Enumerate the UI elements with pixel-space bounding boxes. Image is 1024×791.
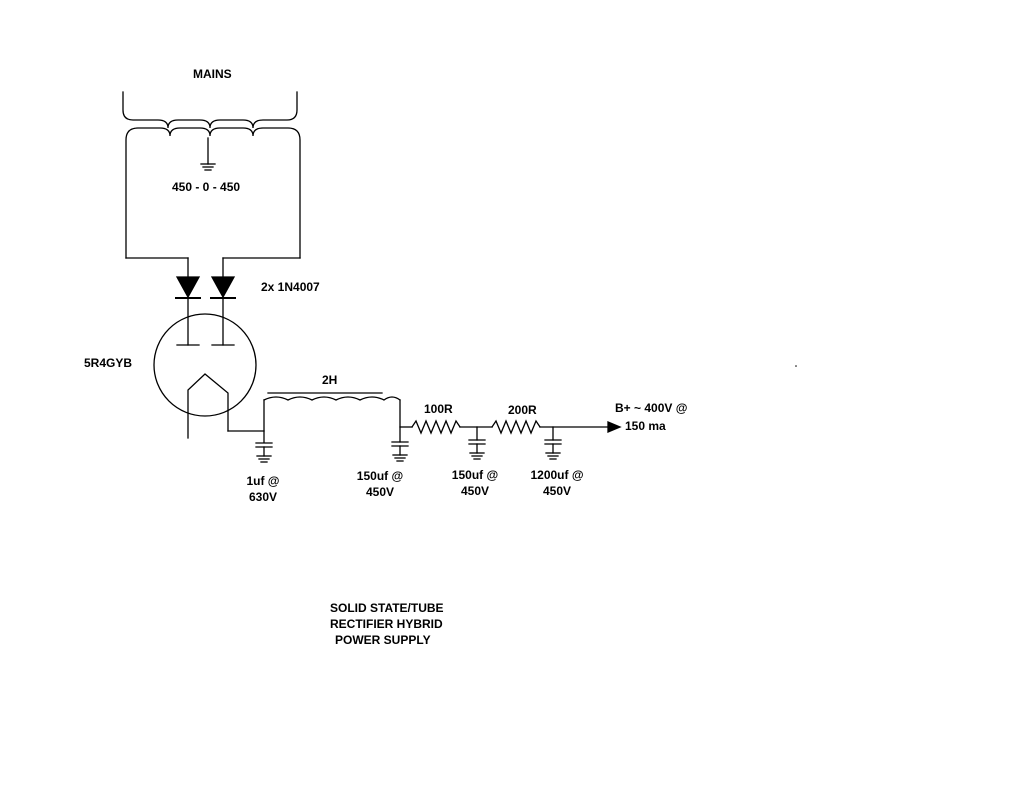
center-tap-ground bbox=[200, 137, 216, 171]
secondary-leads bbox=[125, 257, 301, 277]
transformer-primary-coil bbox=[122, 91, 298, 129]
diode-1 bbox=[175, 276, 201, 346]
resistor-100r-label: 100R bbox=[424, 402, 453, 416]
capacitor-1 bbox=[255, 442, 273, 463]
title-line-3: POWER SUPPLY bbox=[335, 633, 431, 647]
capacitor-1-label: 1uf @ 630V bbox=[236, 473, 290, 505]
capacitor-1-value: 1uf @ bbox=[246, 474, 280, 488]
stray-dot bbox=[795, 365, 797, 367]
secondary-voltage-label: 450 - 0 - 450 bbox=[172, 180, 241, 194]
transformer-secondary-coil bbox=[125, 127, 301, 259]
capacitor-1-voltage: 630V bbox=[248, 490, 278, 504]
capacitor-4-voltage: 450V bbox=[542, 484, 572, 498]
capacitor-3-value: 150uf @ bbox=[451, 468, 499, 482]
capacitor-2 bbox=[391, 441, 409, 462]
choke-label: 2H bbox=[322, 373, 338, 387]
output-arrow bbox=[607, 421, 622, 433]
resistor-200r bbox=[491, 419, 609, 435]
output-label-line1: B+ ~ 400V @ bbox=[615, 401, 688, 415]
capacitor-4 bbox=[544, 426, 562, 460]
title-line-2: RECTIFIER HYBRID bbox=[330, 617, 443, 631]
tube-label: 5R4GYB bbox=[84, 356, 133, 370]
capacitor-3-label: 150uf @ 450V bbox=[444, 467, 506, 499]
choke-inductor bbox=[263, 392, 401, 443]
title-line-1: SOLID STATE/TUBE bbox=[330, 601, 444, 615]
capacitor-4-value: 1200uf @ bbox=[530, 468, 584, 482]
capacitor-2-voltage: 450V bbox=[365, 485, 395, 499]
capacitor-3-voltage: 450V bbox=[460, 484, 490, 498]
rectifier-tube bbox=[153, 313, 257, 439]
output-label-line2: 150 ma bbox=[625, 419, 666, 433]
diagram-title: SOLID STATE/TUBE RECTIFIER HYBRID POWER … bbox=[330, 600, 444, 648]
resistor-100r bbox=[399, 419, 493, 435]
capacitor-2-value: 150uf @ bbox=[356, 469, 404, 483]
capacitor-2-label: 150uf @ 450V bbox=[350, 468, 410, 500]
resistor-200r-label: 200R bbox=[508, 403, 537, 417]
diode-2 bbox=[210, 276, 236, 346]
diodes-label: 2x 1N4007 bbox=[261, 280, 320, 294]
capacitor-4-label: 1200uf @ 450V bbox=[524, 467, 590, 499]
mains-label: MAINS bbox=[193, 67, 232, 81]
capacitor-3 bbox=[468, 426, 486, 460]
